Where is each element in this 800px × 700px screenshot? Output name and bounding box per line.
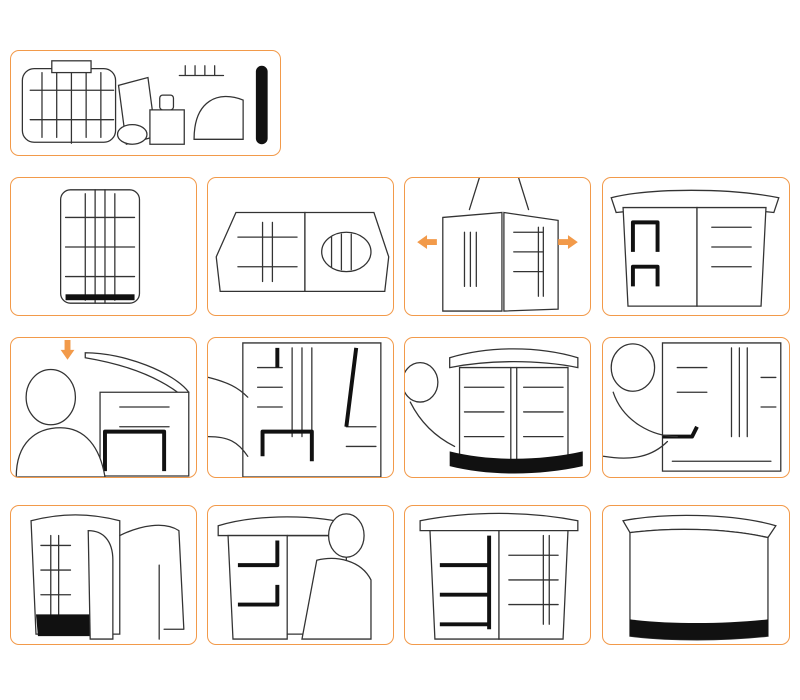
step-3-panel [404,177,591,316]
parts-illustration [21,60,268,146]
parts-panel [10,50,281,156]
step-12-panel [602,505,790,645]
wrap-graphic-icon [30,514,185,640]
insert-shelves-icon [217,513,372,640]
arrow-left-icon [417,235,437,249]
clips-icon [178,65,225,77]
arrow-down-icon [60,339,75,360]
step-1-panel [10,177,197,316]
unfold-case-icon [417,178,578,312]
shelf-icon [193,95,244,140]
step-10-panel [207,505,394,645]
step-6-panel [207,337,394,478]
hook-straps-icon [208,342,382,477]
fasten-straps-icon [603,342,782,472]
pole-icon [255,65,268,145]
closed-case-icon [59,189,141,304]
step-11-panel [404,505,591,645]
attach-top-icon [15,339,190,477]
assembled-frame-icon [419,512,579,640]
case-icon [21,60,117,144]
step-8-panel [602,337,790,478]
step-5-panel [10,337,197,478]
step-2-panel [207,177,394,316]
step-9-panel [10,505,197,645]
countertop-placement-icon [610,189,780,307]
finished-counter-icon [622,514,777,641]
step-4-panel [602,177,790,316]
step-7-panel [404,337,591,478]
arrow-right-icon [558,235,578,249]
tube-icon [149,94,185,145]
open-case-flat-icon [215,211,390,292]
attach-base-band-icon [405,348,583,474]
